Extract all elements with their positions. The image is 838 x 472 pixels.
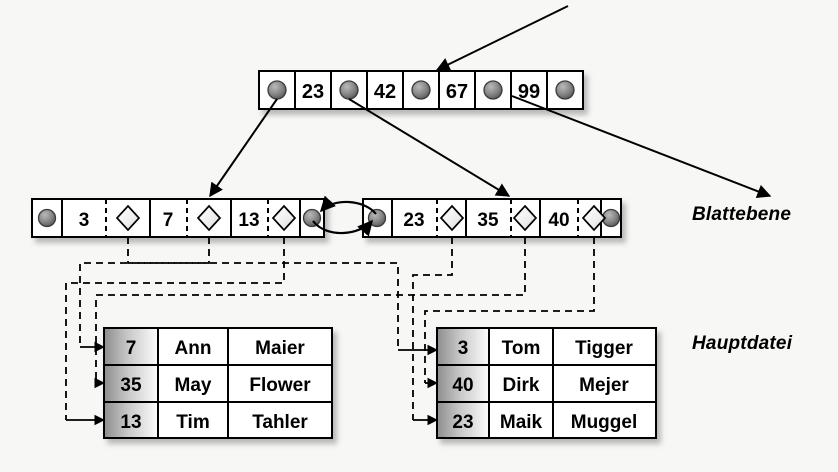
leaf-right-key-2: 40 (548, 210, 569, 231)
table-row: May (175, 375, 212, 396)
root-key-1: 42 (374, 81, 396, 103)
table-row: Mejer (579, 375, 629, 396)
table-row: 35 (120, 375, 142, 396)
leaf-left-key-0: 3 (79, 210, 90, 231)
record-pointer-dashed-lines (65, 237, 595, 420)
leaf-node-right[interactable]: 23 35 40 (362, 198, 622, 238)
pointer-circle-icon (302, 208, 322, 228)
table-row: Muggel (571, 412, 638, 433)
table-row: Tom (502, 338, 541, 359)
leaf-right-key-1: 35 (477, 210, 499, 231)
root-key-0: 23 (302, 81, 324, 103)
leaf-node-left[interactable]: 3 7 13 (31, 198, 325, 238)
pointer-circle-icon (367, 208, 387, 228)
table-row: Dirk (503, 375, 540, 396)
diamond-icon (196, 204, 222, 232)
diamond-icon (581, 204, 607, 232)
hauptdatei-table-left[interactable]: 7 Ann Maier 35 May Flower 13 Tim Tahler (103, 327, 333, 439)
arrow-root-to-right-leaf (348, 98, 511, 197)
record-pointer-arrowheads (66, 341, 439, 426)
pointer-circle-icon (37, 208, 57, 228)
diamond-icon (512, 204, 538, 232)
leaf-left-key-1: 7 (163, 210, 174, 231)
table-row: 23 (452, 412, 473, 433)
arrow-into-root (435, 5, 569, 71)
leaf-right-key-0: 23 (403, 210, 424, 231)
pointer-circle-icon (601, 208, 621, 228)
root-node[interactable]: 23 42 67 99 (258, 70, 584, 110)
root-key-2: 67 (446, 81, 468, 103)
table-row: Tigger (575, 338, 633, 359)
bidirectional-sibling-link (312, 195, 377, 237)
diamond-icon (115, 204, 141, 232)
arrow-root-to-blattebene (511, 95, 772, 198)
pointer-circle-icon (411, 80, 431, 100)
hauptdatei-table-right[interactable]: 3 Tom Tigger 40 Dirk Mejer 23 Maik Mugge… (436, 327, 657, 439)
table-row: 3 (458, 338, 469, 359)
leaf-left-key-2: 13 (238, 210, 259, 231)
diamond-icon (439, 204, 465, 232)
diamond-icon (271, 204, 297, 232)
table-row: Maik (500, 412, 543, 433)
label-blattebene: Blattebene (692, 204, 792, 225)
table-row: Flower (249, 375, 311, 396)
table-row: 40 (452, 375, 473, 396)
table-row: 7 (126, 338, 137, 359)
pointer-circle-icon (555, 80, 575, 100)
table-row: Ann (175, 338, 212, 359)
arrow-root-to-left-leaf (209, 98, 278, 198)
pointer-circle-icon (339, 80, 359, 100)
pointer-circle-icon (483, 80, 503, 100)
table-row: 13 (120, 412, 141, 433)
table-row: Tahler (252, 412, 308, 433)
pointer-circle-icon (267, 80, 287, 100)
root-key-3: 99 (518, 81, 540, 103)
table-row: Maier (255, 338, 305, 359)
table-row: Tim (176, 412, 209, 433)
label-hauptdatei: Hauptdatei (692, 333, 793, 354)
